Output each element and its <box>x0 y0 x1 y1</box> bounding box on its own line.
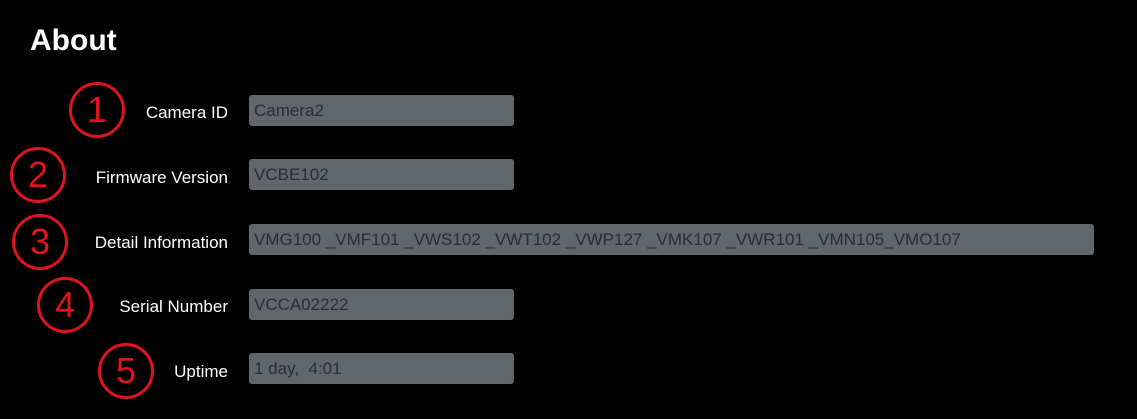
page-title: About <box>30 24 117 57</box>
detail-information-field[interactable] <box>249 224 1094 255</box>
annotation-marker-4: 4 <box>37 277 93 333</box>
camera-id-label: Camera ID <box>145 103 228 122</box>
firmware-version-field[interactable] <box>249 159 514 190</box>
firmware-version-label: Firmware Version <box>95 168 228 187</box>
detail-information-label: Detail Information <box>94 233 228 252</box>
uptime-label: Uptime <box>174 362 228 381</box>
serial-number-field[interactable] <box>249 289 514 320</box>
annotation-marker-1: 1 <box>69 82 125 138</box>
serial-number-label: Serial Number <box>119 297 228 316</box>
uptime-field[interactable] <box>249 353 514 384</box>
annotation-marker-5: 5 <box>98 343 154 399</box>
annotation-marker-2: 2 <box>10 147 66 203</box>
camera-id-field[interactable] <box>249 95 514 126</box>
annotation-marker-3: 3 <box>12 214 68 270</box>
